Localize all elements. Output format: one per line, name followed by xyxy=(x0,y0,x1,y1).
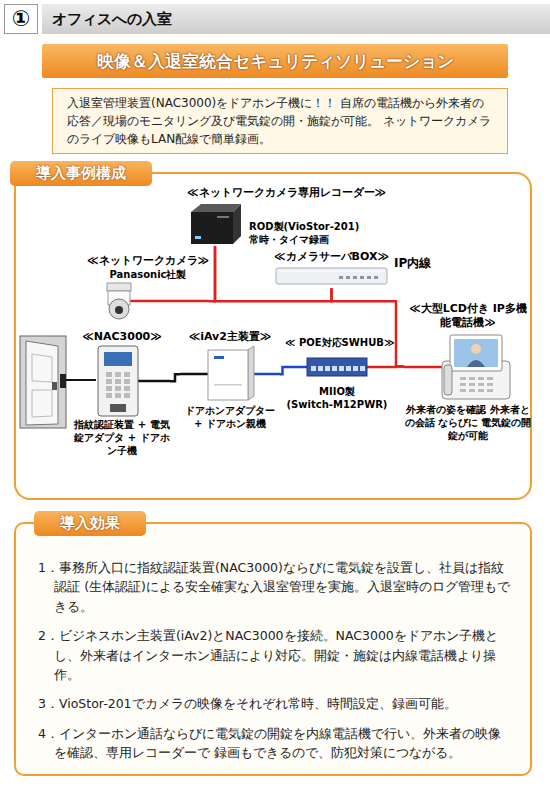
device-heading: ≪カメラサーバBOX≫ xyxy=(274,250,389,264)
phone-illustration xyxy=(404,331,532,403)
case-panel: ≪ネットワークカメラ専用レコーダー≫ ROD製(VioStor-201)常時・タイ… xyxy=(14,172,532,500)
rec-illustration xyxy=(187,200,243,246)
section-number: ① xyxy=(12,8,31,30)
device-note: 指紋認証装置 + 電気錠アダプタ + ドアホン子機 xyxy=(74,418,170,457)
cam-illustration xyxy=(87,281,209,321)
panel-tab: 導入効果 xyxy=(34,511,146,536)
device-row: ROD製(VioStor-201)常時・タイマ録画 xyxy=(187,200,386,246)
line-label: IP内線 xyxy=(392,255,433,272)
device-note: 常時・タイマ録画 xyxy=(243,233,359,246)
door-illustration xyxy=(18,334,98,430)
cs-illustration xyxy=(274,264,389,288)
effect-item: 3．VioStor-201でカメラの映像をそれぞれ常時、時間設定、録画可能。 xyxy=(38,694,510,713)
intro-box: 入退室管理装置(NAC3000)をドアホン子機に！！ 自席の電話機から外来者の応… xyxy=(52,88,508,154)
effect-item: 1．事務所入口に指紋認証装置(NAC3000)ならびに電気錠を設置し、社員は指紋… xyxy=(38,558,510,616)
device-note: ROD製(VioStor-201) xyxy=(243,220,359,233)
effect-panel: 導入効果1．事務所入口に指紋認証装置(NAC3000)ならびに電気錠を設置し、社… xyxy=(14,522,532,776)
device-heading: ≪ネットワークカメラ専用レコーダー≫ xyxy=(187,186,386,200)
device-note: (Switch-M12PWR) xyxy=(285,398,389,411)
device-note: ドアホンアダプター + ドアホン親機 xyxy=(180,404,280,430)
network-cable xyxy=(389,365,404,368)
phone-device: ≪大型LCD付き IP多機能電話機≫ 外来者の姿を確認 外来者との会話 ならびに … xyxy=(404,302,532,442)
section-number: ① xyxy=(4,4,38,34)
device-note: Panasonic社製 xyxy=(87,268,209,281)
network-cable xyxy=(280,367,285,374)
device-heading: ≪NAC3000≫ xyxy=(74,330,170,344)
device-notes: ROD製(VioStor-201)常時・タイマ録画 xyxy=(243,220,359,246)
pbx-device: ≪iAv2主装置≫ ドアホンアダプター + ドアホン親機 xyxy=(180,330,280,430)
device-note: MIIO製 xyxy=(285,385,389,398)
device-heading: ≪ネットワークカメラ≫ xyxy=(87,254,209,268)
camera-device: ≪ネットワークカメラ≫Panasonic社製 xyxy=(87,254,209,321)
panel-tab: 導入事例構成 xyxy=(10,161,152,186)
camera-server-device: ≪カメラサーバBOX≫ xyxy=(274,250,389,288)
nac-device: ≪NAC3000≫ 指紋認証装置 + 電気錠アダプタ + ドアホン子機 xyxy=(74,330,170,457)
effect-item: 2．ビジネスホン主装置(iAv2)とNAC3000を接続。NAC3000をドアホ… xyxy=(38,626,510,684)
device-note: 外来者の姿を確認 外来者との会話 ならびに 電気錠の開錠が可能 xyxy=(404,403,532,442)
iav2-illustration xyxy=(180,344,280,404)
recorder-device: ≪ネットワークカメラ専用レコーダー≫ ROD製(VioStor-201)常時・タイ… xyxy=(187,186,386,246)
sw-illustration xyxy=(285,349,389,385)
device-heading: ≪大型LCD付き IP多機能電話機≫ xyxy=(404,302,532,331)
network-cable xyxy=(170,374,180,381)
banner-title: 映像＆入退室統合セキュリティソリューション xyxy=(97,50,454,73)
switch-hub-device: ≪ POE対応SWHUB≫ MIIO製(Switch-M12PWR) xyxy=(285,336,389,411)
intro-text: 入退室管理装置(NAC3000)をドアホン子機に！！ 自席の電話機から外来者の応… xyxy=(67,94,493,148)
effect-item: 4．インターホン通話ならびに電気錠の開錠を内線電話機で行い、外来者の映像を確認、… xyxy=(38,724,510,763)
section-bar: オフィスへの入室 xyxy=(42,4,550,34)
network-cable xyxy=(332,288,405,366)
device-heading: ≪ POE対応SWHUB≫ xyxy=(285,336,389,349)
device-heading: ≪iAv2主装置≫ xyxy=(180,330,280,344)
title-banner: 映像＆入退室統合セキュリティソリューション xyxy=(42,44,508,78)
nac-illustration xyxy=(74,344,170,418)
section-title: オフィスへの入室 xyxy=(52,10,172,29)
